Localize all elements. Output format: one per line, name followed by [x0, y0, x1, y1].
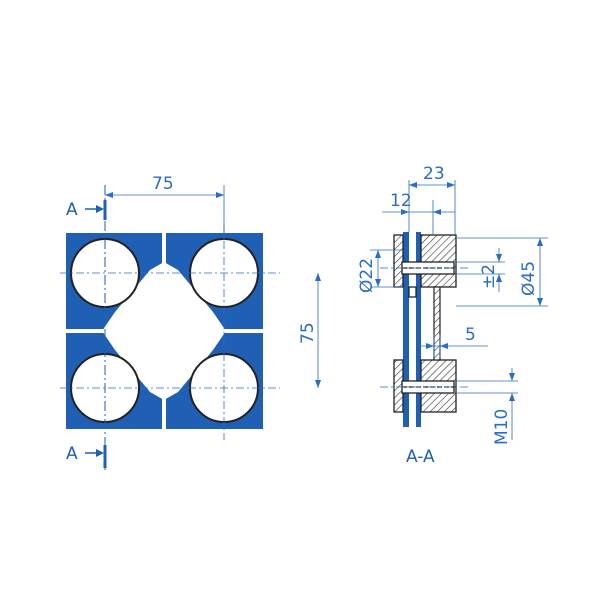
dimension-5	[418, 335, 488, 358]
section-center-lines	[380, 267, 470, 388]
dim-horizontal-label: 75	[152, 174, 174, 194]
upper-fitting	[393, 234, 457, 298]
section-marker-bottom: A	[66, 444, 78, 464]
dimension-d22	[370, 249, 402, 288]
dimension-12	[382, 200, 455, 235]
center-lines	[60, 225, 280, 440]
dim-5-label: 5	[465, 325, 476, 345]
glass-section	[403, 232, 421, 427]
front-view: A A 75 75	[60, 174, 321, 470]
dimension-d45	[456, 237, 548, 307]
glass-gap	[409, 295, 416, 353]
dimension-75-horizontal	[105, 185, 225, 240]
dim-23-label: 23	[423, 164, 445, 184]
dim-vertical-label: 75	[298, 322, 318, 344]
connecting-rod	[433, 286, 441, 361]
section-marker-top: A	[66, 200, 78, 220]
dim-m10-label: M10	[492, 409, 512, 445]
dim-d45-label: Ø45	[519, 261, 539, 296]
section-line-a	[85, 185, 107, 470]
dimension-75-vertical	[315, 273, 321, 388]
section-title: A-A	[406, 447, 435, 467]
dimension-23	[408, 180, 456, 235]
dim-d22-label: Ø22	[357, 258, 377, 293]
lower-fitting	[393, 359, 457, 413]
dim-pm2-label: ±2	[479, 264, 499, 289]
section-view: 23 12 Ø22 ±2	[357, 164, 548, 467]
dimension-m10	[456, 368, 518, 440]
dimension-pm2	[456, 248, 505, 292]
dim-12-label: 12	[390, 191, 412, 211]
plate-gaps	[65, 232, 264, 430]
